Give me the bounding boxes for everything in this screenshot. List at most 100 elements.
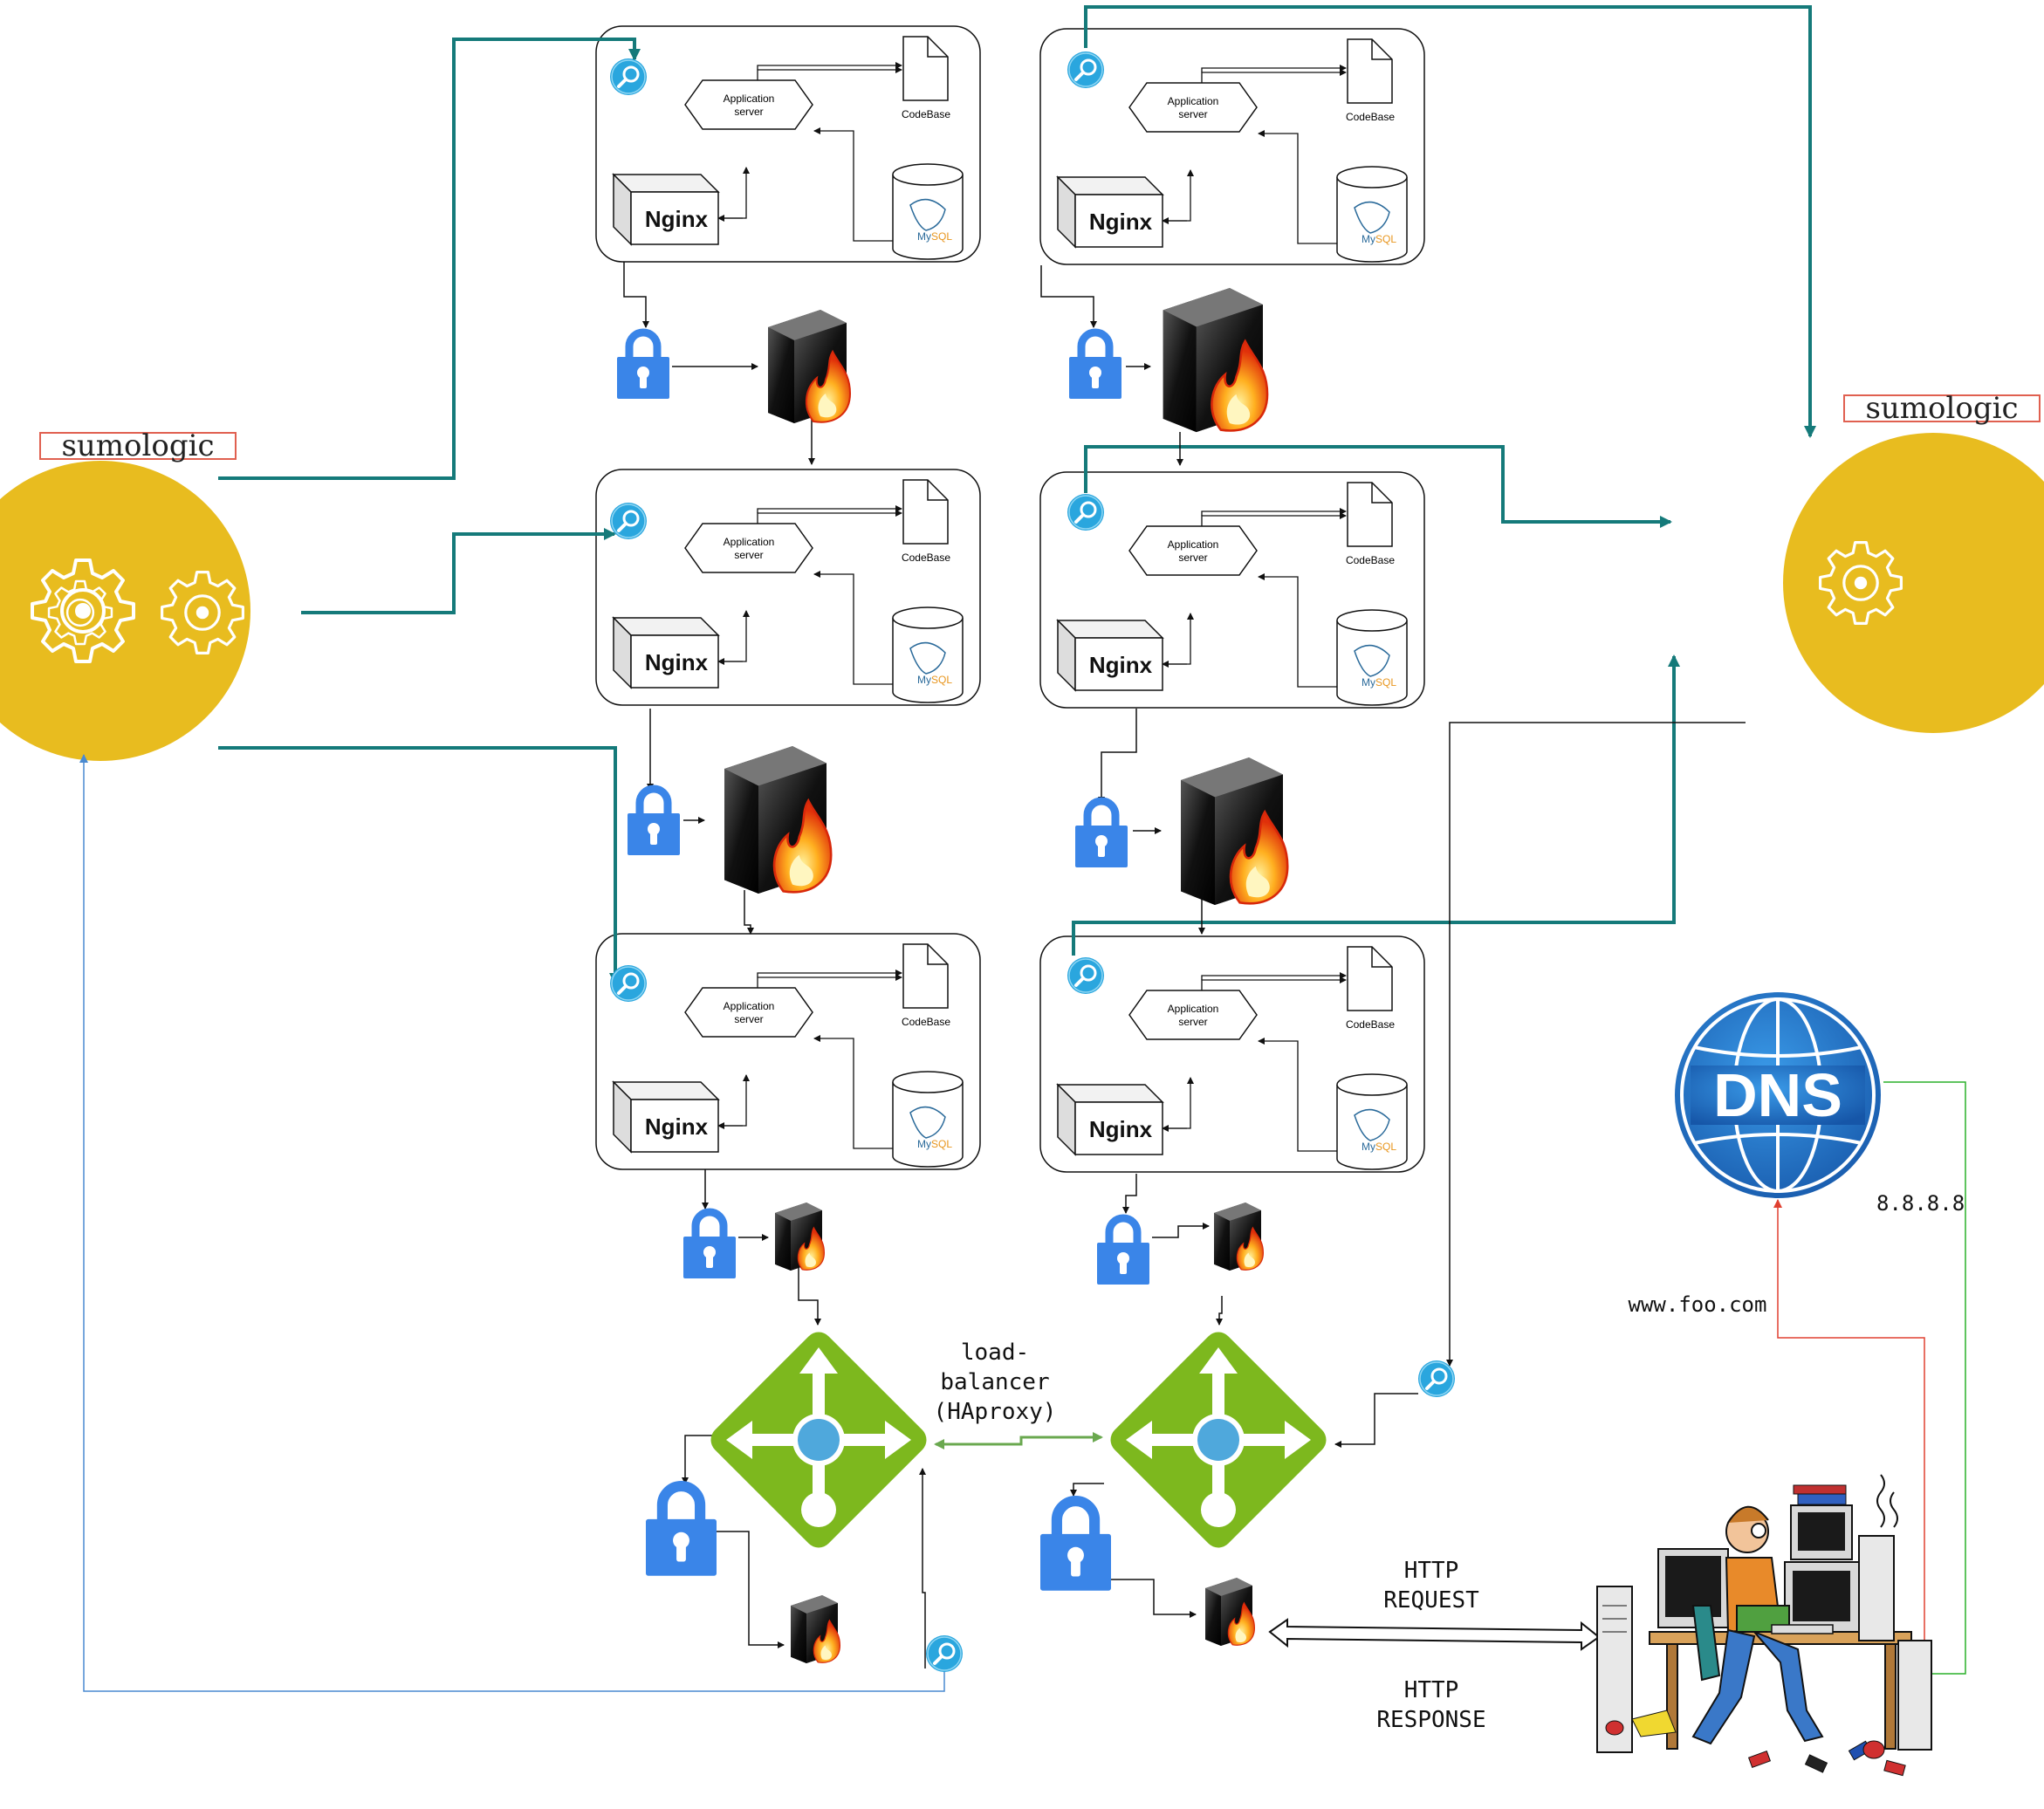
codebase-label: CodeBase — [902, 108, 950, 120]
lock-icon — [1097, 1218, 1149, 1285]
document-icon — [902, 943, 949, 1009]
mysql-label: MySQL — [1362, 1141, 1396, 1153]
sumologic-left-label: sumologic — [39, 431, 237, 461]
http-response-line1: HTTP — [1403, 1677, 1459, 1703]
teal-arrow-3 — [218, 746, 621, 985]
app-server-label-1: Application — [1168, 538, 1219, 551]
teal-arrow-5 — [1084, 445, 1672, 528]
http-response-line2: RESPONSE — [1376, 1707, 1486, 1733]
app-server-label-2: server — [1178, 552, 1207, 564]
nginx-box-icon: Nginx — [1056, 1083, 1164, 1156]
magnifier-icon[interactable] — [1416, 1359, 1457, 1399]
nginx-label: Nginx — [1089, 209, 1153, 235]
database-icon: MySQL — [892, 1071, 964, 1168]
app-server-hexagon — [684, 79, 813, 130]
nginx-label: Nginx — [645, 649, 709, 675]
nginx-box-icon: Nginx — [612, 1080, 720, 1154]
mysql-label: MySQL — [1362, 676, 1396, 689]
codebase-label: CodeBase — [1346, 111, 1395, 123]
app-server-hexagon — [684, 987, 813, 1038]
magnifier-icon[interactable] — [1066, 956, 1106, 996]
firewall-icon — [723, 744, 833, 895]
document-icon — [902, 479, 949, 545]
http-request-line1: HTTP — [1403, 1558, 1459, 1584]
lock-icon — [1069, 332, 1121, 399]
load-balancer-label: load- balancer (HAproxy) — [925, 1338, 1065, 1427]
http-response-label: HTTP RESPONSE — [1362, 1675, 1501, 1735]
dns-domain-label: www.foo.com — [1628, 1292, 1767, 1317]
nginx-label: Nginx — [645, 206, 709, 232]
lb-link — [934, 1432, 1103, 1449]
app-server-label-1: Application — [1168, 95, 1219, 107]
document-icon — [1347, 946, 1393, 1011]
lock-icon — [628, 789, 680, 855]
magnifier-icon[interactable] — [608, 963, 648, 1004]
sumologic-right-node — [1783, 433, 2044, 733]
nginx-box-icon: Nginx — [1056, 175, 1164, 249]
green-dns-line — [1883, 1081, 1966, 1678]
app-server-label-1: Application — [724, 93, 775, 105]
magnifier-icon[interactable] — [608, 501, 648, 541]
lock-icon — [1040, 1501, 1111, 1591]
app-server-hexagon — [1128, 990, 1258, 1040]
database-icon: MySQL — [1336, 609, 1408, 706]
firewall-icon — [790, 1594, 841, 1664]
load-balancer-icon — [1105, 1326, 1332, 1553]
firewall-icon — [1179, 756, 1289, 907]
lock-icon — [683, 1212, 736, 1278]
codebase-label: CodeBase — [1346, 554, 1395, 566]
teal-arrow-6 — [1072, 654, 1680, 956]
nginx-label: Nginx — [645, 1113, 709, 1140]
mysql-label: MySQL — [917, 1138, 952, 1150]
document-icon — [1347, 38, 1393, 104]
mysql-label: MySQL — [917, 674, 952, 686]
http-request-line2: REQUEST — [1383, 1587, 1479, 1614]
firewall-icon — [1162, 286, 1269, 434]
developer-illustration — [1596, 1474, 1932, 1777]
database-icon: MySQL — [1336, 166, 1408, 263]
magnifier-icon[interactable] — [1066, 492, 1106, 532]
mysql-label: MySQL — [917, 230, 952, 243]
lock-icon — [617, 332, 669, 399]
document-icon — [1347, 482, 1393, 547]
nginx-box-icon: Nginx — [1056, 619, 1164, 692]
database-icon: MySQL — [892, 606, 964, 703]
magnifier-icon[interactable] — [1066, 50, 1106, 90]
database-icon: MySQL — [892, 163, 964, 260]
codebase-label: CodeBase — [902, 1016, 950, 1028]
firewall-icon — [1213, 1202, 1265, 1271]
gear-icon — [1705, 550, 1772, 616]
database-icon: MySQL — [1336, 1073, 1408, 1170]
sumologic-left-node — [0, 461, 250, 761]
magnifier-icon[interactable] — [608, 57, 648, 97]
mysql-label: MySQL — [1362, 233, 1396, 245]
codebase-label: CodeBase — [902, 552, 950, 564]
dns-icon-text: DNS — [1713, 1061, 1842, 1129]
teal-arrow-2 — [301, 528, 616, 614]
app-server-label-2: server — [734, 549, 763, 561]
blue-return-line — [79, 754, 945, 1692]
codebase-label: CodeBase — [1346, 1018, 1395, 1031]
dns-globe-icon: DNS — [1675, 992, 1881, 1198]
app-server-label-2: server — [1178, 1016, 1207, 1028]
load-balancer-label-line2: balancer — [940, 1369, 1050, 1395]
teal-arrow-1 — [218, 38, 641, 480]
http-request-label: HTTP REQUEST — [1362, 1556, 1501, 1615]
app-server-label-2: server — [734, 1013, 763, 1025]
app-server-hexagon — [1128, 525, 1258, 576]
nginx-label: Nginx — [1089, 652, 1153, 678]
firewall-icon — [774, 1202, 826, 1271]
magnifier-icon[interactable] — [924, 1634, 964, 1674]
app-server-hexagon — [684, 523, 813, 573]
load-balancer-label-line3: (HAproxy) — [933, 1399, 1057, 1425]
app-server-label-1: Application — [1168, 1003, 1219, 1015]
app-server-label-1: Application — [724, 1000, 775, 1012]
nginx-box-icon: Nginx — [612, 616, 720, 689]
load-balancer-label-line1: load- — [960, 1340, 1030, 1366]
